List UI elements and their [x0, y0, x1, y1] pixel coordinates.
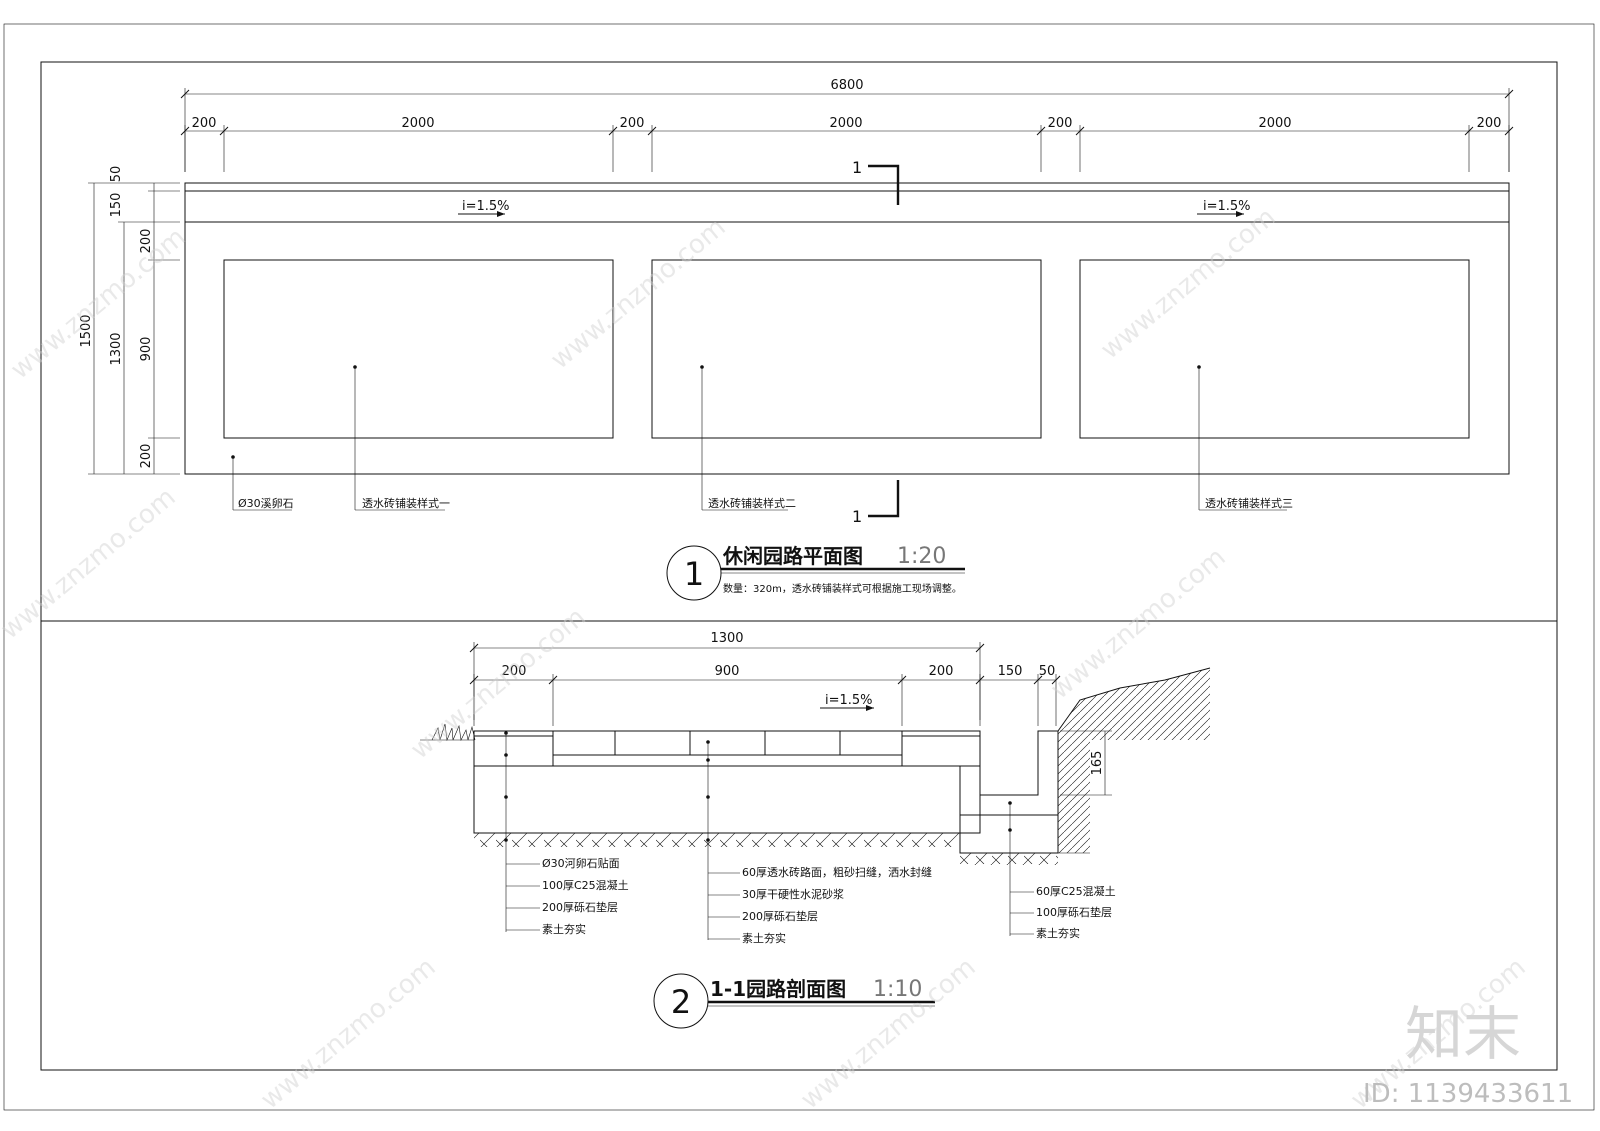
- dimension-tick: [1504, 126, 1514, 136]
- plan-dim-left-150: 150: [109, 193, 124, 218]
- plan-title-number: 1: [684, 555, 704, 593]
- embankment-hatch: [1058, 668, 1210, 853]
- dimension-tick: [897, 675, 907, 685]
- outer-frame: [3, 23, 1595, 1111]
- section-title: 1-1园路剖面图: [710, 977, 846, 1001]
- plan-curb-strip: [184, 182, 1510, 192]
- plan-dim-left-200b: 200: [139, 444, 154, 469]
- plan-dim-seg-3: 200: [620, 116, 645, 131]
- section-dim-165: 165: [1090, 751, 1105, 776]
- section-dim-total: 1300: [710, 631, 743, 646]
- plan-scale: 1:20: [897, 544, 946, 569]
- section-cut-label-bottom: 1: [852, 507, 862, 526]
- section-cut-mark-top: [868, 164, 900, 205]
- dimension-tick: [548, 675, 558, 685]
- dimension-tick: [608, 126, 618, 136]
- section-callout-mid-1: 60厚透水砖路面，粗砂扫缝，洒水封缝: [742, 865, 932, 879]
- section-view: 1300 200 900 200 150 50 165 i=1.5%: [420, 631, 1211, 1029]
- paving-style-3: [1079, 259, 1470, 439]
- plan-dim-seg-1: 200: [192, 116, 217, 131]
- plan-slope-1: i=1.5%: [462, 199, 510, 214]
- plan-dim-left-900: 900: [139, 337, 154, 362]
- section-callout-left-4: 素土夯实: [542, 922, 586, 936]
- section-slope: i=1.5%: [825, 693, 873, 708]
- dimension-tick: [469, 675, 479, 685]
- section-callout-mid-4: 素土夯实: [742, 931, 786, 945]
- section-dim-900: 900: [715, 664, 740, 679]
- plan-dim-seg-6: 2000: [1258, 116, 1291, 131]
- section-callout-mid-2: 30厚干硬性水泥砂浆: [742, 887, 844, 901]
- section-dim-200a: 200: [502, 664, 527, 679]
- plan-dim-left-200a: 200: [139, 229, 154, 254]
- section-dim-200b: 200: [929, 664, 954, 679]
- dimension-tick: [219, 126, 229, 136]
- dimension-tick: [1075, 126, 1085, 136]
- plan-dim-seg-2: 2000: [401, 116, 434, 131]
- section-scale: 1:10: [873, 977, 922, 1002]
- section-cut-mark-bottom: [868, 480, 900, 518]
- plan-note: 数量：320m，透水砖铺装样式可根据施工现场调整。: [723, 582, 962, 595]
- section-cut-label-top: 1: [852, 158, 862, 177]
- section-callout-right-3: 素土夯实: [1036, 926, 1080, 940]
- plan-dim-left-inner: 1300: [109, 332, 124, 365]
- plan-dim-left-50: 50: [109, 166, 124, 183]
- plan-dim-left-outer: 1500: [79, 314, 94, 347]
- section-title-number: 2: [671, 983, 691, 1021]
- section-callout-left-3: 200厚砾石垫层: [542, 900, 618, 914]
- section-callout-left-2: 100厚C25混凝土: [542, 878, 629, 892]
- paving-style-2: [651, 259, 1042, 439]
- dimension-tick: [1033, 675, 1043, 685]
- dimension-tick: [975, 675, 985, 685]
- plan-dim-seg-4: 2000: [829, 116, 862, 131]
- section-callout-right-2: 100厚砾石垫层: [1036, 905, 1112, 919]
- dimension-tick: [1464, 126, 1474, 136]
- dimension-tick: [180, 126, 190, 136]
- plan-title: 休闲园路平面图: [722, 544, 863, 568]
- watermark-logo: 知末: [1405, 1000, 1521, 1068]
- plan-label-style-2: 透水砖铺装样式二: [708, 496, 796, 510]
- dimension-tick: [1051, 675, 1061, 685]
- watermark-id: ID: 1139433611: [1363, 1079, 1573, 1109]
- plan-label-style-1: 透水砖铺装样式一: [362, 496, 450, 510]
- dimension-tick: [1036, 126, 1046, 136]
- section-callout-right-1: 60厚C25混凝土: [1036, 884, 1116, 898]
- plan-slope-2: i=1.5%: [1203, 199, 1251, 214]
- dimension-tick: [647, 126, 657, 136]
- drain-soil: [960, 853, 1058, 865]
- plan-dim-total: 6800: [830, 78, 863, 93]
- plan-dim-seg-7: 200: [1477, 116, 1502, 131]
- section-callout-mid-3: 200厚砾石垫层: [742, 909, 818, 923]
- plan-label-style-3: 透水砖铺装样式三: [1205, 496, 1293, 510]
- plan-label-pebble: Ø30溪卵石: [238, 497, 294, 510]
- plan-view: 6800 200 2000 200 2000 200 2000 200 1500…: [79, 78, 1514, 601]
- section-dim-50: 50: [1039, 664, 1056, 679]
- plan-dim-seg-5: 200: [1048, 116, 1073, 131]
- section-dim-150: 150: [998, 664, 1023, 679]
- section-soil-left: [474, 833, 960, 847]
- section-callout-left-1: Ø30河卵石贴面: [542, 856, 620, 870]
- inner-frame: [40, 61, 1558, 1071]
- paving-style-1: [223, 259, 614, 439]
